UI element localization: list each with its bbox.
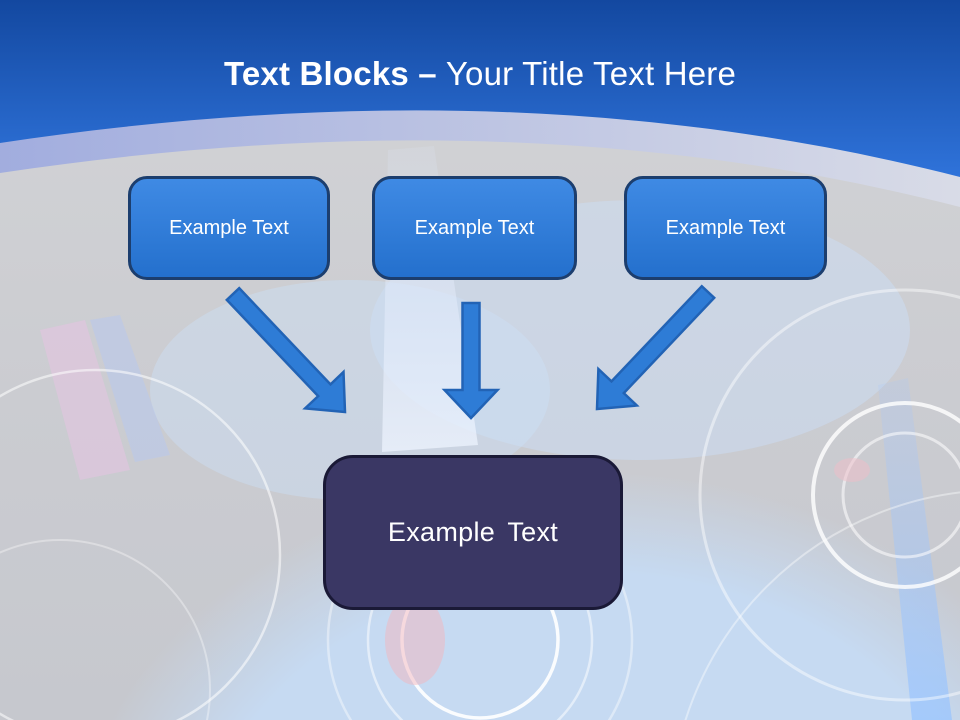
arrow-down-right-icon[interactable] [225,286,347,414]
text-block-3[interactable]: Example Text [624,176,827,280]
text-block-1-label: Example Text [169,216,289,239]
summary-block[interactable]: Example Text [323,455,623,610]
header-blue-dome [0,0,960,177]
arrow-down-icon[interactable] [441,301,501,420]
text-block-1[interactable]: Example Text [128,176,330,280]
slide-title[interactable]: Text Blocks –Your Title Text Here [0,52,960,96]
summary-block-label: Example Text [387,517,559,547]
text-block-2[interactable]: Example Text [372,176,577,280]
title-rest: Your Title Text Here [445,55,737,92]
title-emphasis: Text Blocks – [223,55,437,92]
text-block-2-label: Example Text [414,216,535,239]
arrow-down-left-icon[interactable] [595,284,716,411]
cd-hub-rings-right [684,288,960,720]
text-block-3-label: Example Text [665,216,786,239]
cd-edge-arcs-left [0,368,282,720]
